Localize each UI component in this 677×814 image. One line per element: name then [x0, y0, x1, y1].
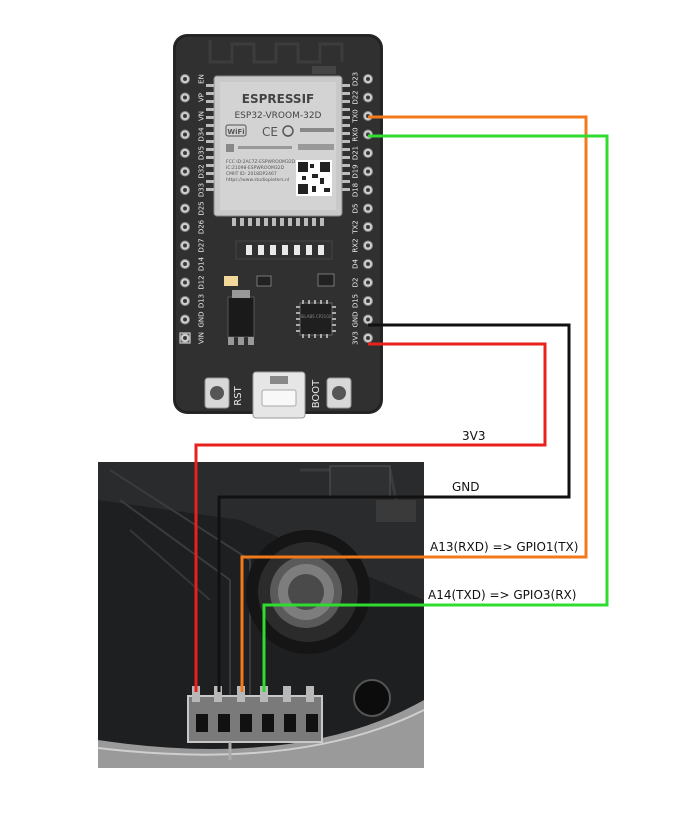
right-pin-hole [366, 299, 370, 303]
left-pin-label: EN [198, 74, 206, 84]
left-pin-hole [183, 336, 187, 340]
pin-header [187, 695, 323, 743]
right-pin-label: RX2 [352, 238, 360, 252]
left-pin-hole [183, 95, 187, 100]
right-pin-hole [366, 95, 370, 100]
right-pin-hole [366, 169, 370, 174]
wire-rx [262, 134, 609, 692]
right-pin-label: D5 [352, 204, 360, 214]
right-pin-hole [366, 262, 370, 266]
left-pin-label: D14 [198, 256, 206, 271]
left-pin-label: D26 [198, 219, 206, 234]
right-pin-label: TX2 [352, 220, 360, 235]
left-pin-label: D32 [198, 164, 206, 178]
right-pin-label: D22 [352, 90, 360, 104]
right-pin-label: TX0 [352, 109, 360, 124]
right-pin-label: 3V3 [352, 331, 360, 345]
wires [194, 115, 609, 692]
wire-tx [240, 115, 588, 692]
label-3v3: 3V3 [462, 429, 485, 443]
right-pin-label: D21 [352, 146, 360, 160]
right-pin-hole [366, 77, 370, 81]
left-pin-hole [183, 77, 187, 81]
left-pin-label: D34 [198, 127, 206, 142]
left-pin-label: D27 [198, 238, 206, 252]
right-pin-label: D18 [352, 183, 360, 197]
cmiit-text: CMIIT ID: 2018DP2467 [226, 171, 277, 177]
right-pin-label: RX0 [352, 127, 360, 141]
micro-usb-connector [252, 371, 306, 419]
right-pin-hole [366, 206, 370, 211]
left-pin-hole [183, 299, 187, 303]
left-pin-hole [183, 262, 187, 266]
left-pin-hole [183, 132, 187, 137]
label-gnd: GND [452, 480, 480, 494]
fcc-text: FCC ID:2AC7Z-ESPWROOM32D [226, 159, 296, 165]
wire-gnd [217, 323, 571, 692]
ce-mark-text: CE [262, 125, 278, 139]
label-rx: A14(TXD) => GPIO3(RX) [428, 588, 576, 602]
label-tx: A13(RXD) => GPIO1(TX) [430, 540, 578, 554]
right-pin-label: D2 [352, 278, 360, 288]
right-pin-hole [366, 336, 370, 340]
voltage-regulator [227, 296, 255, 338]
left-pin-hole [183, 151, 187, 155]
left-pin-label: GND [198, 311, 206, 327]
right-pin-hole [366, 151, 370, 155]
boot-label: BOOT [311, 379, 322, 408]
left-pin-label: VP [198, 93, 206, 102]
rst-label: RST [233, 385, 244, 405]
right-pin-label: D4 [352, 259, 360, 269]
left-pin-label: D25 [198, 201, 206, 215]
right-pin-hole [366, 188, 370, 192]
left-pin-hole [183, 225, 187, 229]
left-pin-hole [183, 114, 187, 118]
left-pin-label: D35 [198, 146, 206, 160]
ic-text: IC:21098-ESPWROOM32D [226, 165, 285, 171]
module-name-text: ESP32-VROOM-32D [235, 111, 322, 121]
left-pin-label: VN [198, 111, 206, 121]
usb-uart-chip: SILABS CP2102 [296, 300, 336, 338]
left-pin-hole [183, 206, 187, 211]
wire-3v3 [194, 342, 547, 692]
right-pin-hole [366, 225, 370, 229]
left-pin-label: VIN [198, 332, 206, 344]
svg-text:SILABS CP2102: SILABS CP2102 [301, 314, 332, 319]
left-pin-hole [183, 169, 187, 174]
left-pin-label: D33 [198, 183, 206, 197]
mount-hole [353, 679, 391, 717]
qr-code [296, 160, 332, 196]
brand-text: ESPRESSIF [242, 92, 314, 106]
device-pcb-photo [97, 462, 425, 768]
left-pin-label: D12 [198, 275, 206, 289]
boot-button[interactable] [326, 377, 352, 409]
left-pin-hole [183, 243, 187, 248]
rst-button[interactable] [204, 377, 230, 409]
right-pin-label: D15 [352, 294, 360, 308]
right-pin-hole [366, 243, 370, 248]
left-pin-label: D13 [198, 294, 206, 308]
left-pin-hole [183, 317, 187, 322]
right-pin-label: GND [352, 311, 360, 327]
vin-square-pad [179, 332, 191, 344]
left-pin-hole [183, 188, 187, 192]
right-pin-hole [366, 280, 370, 285]
esp32-devkit-board: ESPRESSIF ESP32-VROOM-32D WiFi CE FCC ID… [173, 34, 383, 419]
wifi-logo-text: WiFi [227, 128, 244, 136]
right-pin-label: D23 [352, 72, 360, 86]
left-pin-hole [183, 280, 187, 285]
url-text: https://www.studiopieters.nl [226, 177, 289, 183]
right-pin-hole [366, 317, 370, 322]
right-pin-label: D19 [352, 164, 360, 178]
